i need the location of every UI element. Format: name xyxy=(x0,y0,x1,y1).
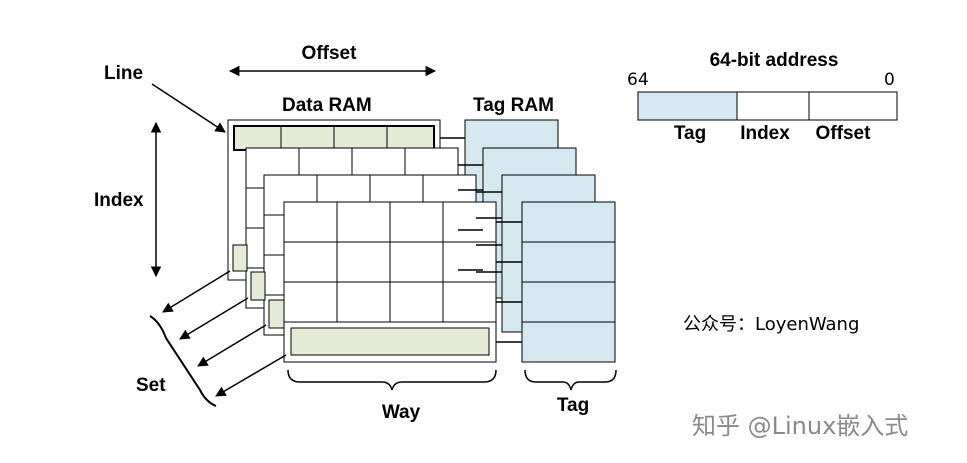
address-low-bit: 0 xyxy=(884,70,895,90)
way-brace xyxy=(287,369,497,391)
line-pointer-arrow xyxy=(151,83,226,133)
address-index-field xyxy=(736,91,810,121)
tag-ram-label: Tag RAM xyxy=(473,95,554,116)
set-highlight-way-2 xyxy=(250,271,266,301)
set-arrows xyxy=(162,270,287,397)
tag-ram-way-4 xyxy=(521,201,616,363)
index-label: Index xyxy=(94,190,144,211)
set-highlight-way-1 xyxy=(232,244,248,272)
address-field-offset: Offset xyxy=(816,123,872,144)
set-label: Set xyxy=(136,375,166,396)
account-watermark: 公众号：LoyenWang xyxy=(683,314,859,335)
tag-brace xyxy=(524,369,617,391)
set-highlight-way-3 xyxy=(268,299,286,329)
site-watermark: 知乎 @Linux嵌入式 xyxy=(692,412,908,440)
address-offset-field xyxy=(808,91,898,121)
address-title: 64-bit address xyxy=(710,50,839,71)
line-label: Line xyxy=(104,63,143,84)
tag-ram-stack xyxy=(464,119,616,363)
set-brace xyxy=(149,315,217,407)
data-ram-way-4 xyxy=(283,201,497,363)
tag-bottom-label: Tag xyxy=(557,395,589,416)
offset-label: Offset xyxy=(302,43,358,64)
address-high-bit: 64 xyxy=(627,70,649,90)
address-field-index: Index xyxy=(740,123,790,144)
way-label: Way xyxy=(382,402,421,423)
address-field-tag: Tag xyxy=(674,123,706,144)
data-ram-label: Data RAM xyxy=(282,95,372,116)
address-layout: 64-bit address 64 0 Tag Index Offset xyxy=(627,50,898,144)
address-tag-field xyxy=(637,91,738,121)
data-tag-connectors xyxy=(440,137,522,343)
